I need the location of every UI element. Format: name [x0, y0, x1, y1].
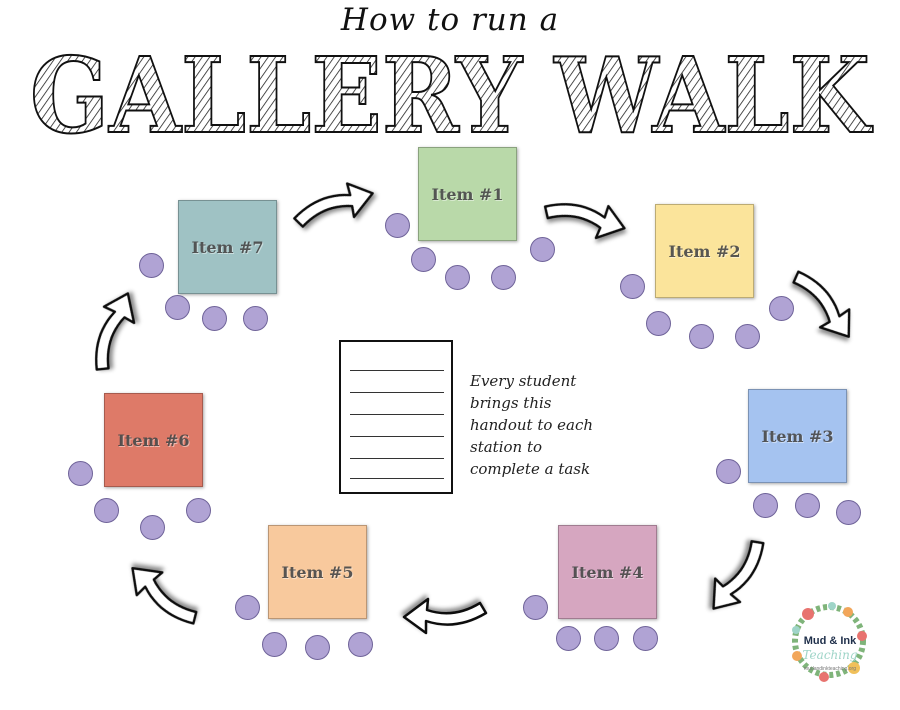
arrow-2-to-3: [792, 270, 851, 338]
note-line: station to: [470, 438, 543, 456]
arrow-6-to-7: [95, 292, 136, 371]
student-seat: [348, 632, 373, 657]
station-label: Item #4: [571, 562, 644, 582]
arrow-7-to-1: [293, 182, 374, 228]
page-title: GALLERY WALK: [30, 34, 873, 150]
station-item-6: Item #6: [104, 393, 203, 487]
student-seat: [836, 500, 861, 525]
student-seat: [646, 311, 671, 336]
station-label: Item #6: [117, 430, 190, 450]
student-seat: [445, 265, 470, 290]
student-seat: [716, 459, 741, 484]
subtitle: How to run a: [340, 2, 560, 38]
station-item-1: Item #1: [418, 147, 517, 241]
student-seat: [523, 595, 548, 620]
arrow-1-to-2: [543, 203, 626, 240]
student-seat: [385, 213, 410, 238]
station-item-4: Item #4: [558, 525, 657, 619]
student-seat: [491, 265, 516, 290]
student-seat: [186, 498, 211, 523]
logo-url: mudandinkteaching.org: [804, 666, 856, 672]
student-seat: [769, 296, 794, 321]
student-seat: [411, 247, 436, 272]
brand-logo: [792, 602, 867, 682]
arrow-5-to-6: [131, 566, 198, 625]
student-seat: [633, 626, 658, 651]
station-label: Item #1: [431, 184, 504, 204]
student-seat: [262, 632, 287, 657]
note-line: brings this: [470, 394, 552, 412]
student-seat: [305, 635, 330, 660]
student-seat: [620, 274, 645, 299]
station-item-5: Item #5: [268, 525, 367, 619]
student-seat: [139, 253, 164, 278]
station-item-2: Item #2: [655, 204, 754, 298]
note-line: Every student: [470, 372, 577, 390]
title-graphic: GALLERY WALK: [29, 33, 874, 150]
student-seat: [753, 493, 778, 518]
student-seat: [94, 498, 119, 523]
student-seat: [530, 237, 555, 262]
station-label: Item #2: [668, 241, 741, 261]
student-seat: [68, 461, 93, 486]
student-seat: [735, 324, 760, 349]
station-item-7: Item #7: [178, 200, 277, 294]
student-seat: [594, 626, 619, 651]
logo-name: Mud & Ink: [803, 635, 857, 647]
student-seat: [556, 626, 581, 651]
station-item-3: Item #3: [748, 389, 847, 483]
student-seat: [235, 595, 260, 620]
logo-subtitle: Teaching: [802, 648, 858, 662]
student-seat: [165, 295, 190, 320]
student-seat: [689, 324, 714, 349]
student-seat: [795, 493, 820, 518]
station-label: Item #3: [761, 426, 834, 446]
station-label: Item #7: [191, 237, 264, 257]
student-seat: [243, 306, 268, 331]
student-seat: [140, 515, 165, 540]
arrow-3-to-4: [712, 540, 765, 610]
arrow-4-to-5: [402, 597, 488, 635]
handout-note: Every student brings this handout to eac…: [470, 370, 650, 480]
student-seat: [202, 306, 227, 331]
handout-sheet: [339, 340, 453, 494]
note-line: handout to each: [470, 416, 594, 434]
note-line: complete a task: [470, 460, 591, 478]
station-label: Item #5: [281, 562, 354, 582]
